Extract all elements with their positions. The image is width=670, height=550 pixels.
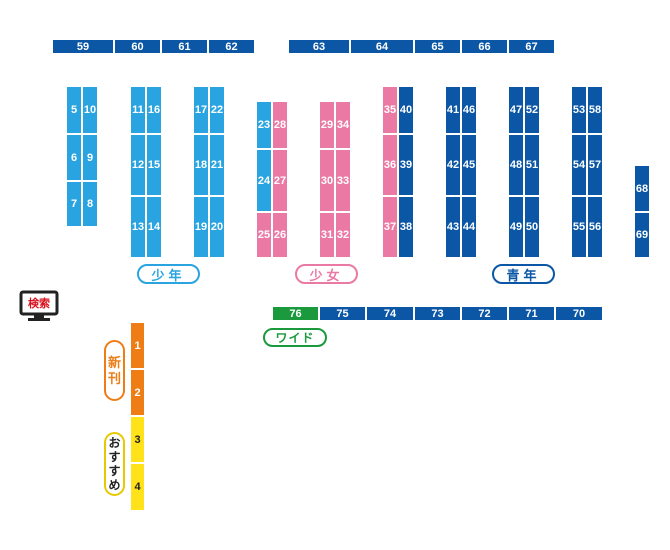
shelf-17[interactable]: 17 (193, 86, 209, 134)
shelf-31[interactable]: 31 (319, 212, 335, 258)
wide-label: ワイド (263, 328, 327, 347)
shelf-28[interactable]: 28 (272, 101, 288, 149)
shelf-37[interactable]: 37 (382, 196, 398, 258)
shelf-33[interactable]: 33 (335, 149, 351, 212)
shelf-8[interactable]: 8 (82, 181, 98, 227)
shelf-13[interactable]: 13 (130, 196, 146, 258)
shelf-39[interactable]: 39 (398, 134, 414, 196)
shinkan-label: 新 刊 (104, 340, 125, 401)
shelf-9[interactable]: 9 (82, 134, 98, 181)
osusume-label: お す す め (104, 432, 125, 496)
shelf-70[interactable]: 70 (555, 306, 603, 321)
shelf-14[interactable]: 14 (146, 196, 162, 258)
shelf-19[interactable]: 19 (193, 196, 209, 258)
shelf-20[interactable]: 20 (209, 196, 225, 258)
shelf-74[interactable]: 74 (366, 306, 414, 321)
shelf-32[interactable]: 32 (335, 212, 351, 258)
shelf-47[interactable]: 47 (508, 86, 524, 134)
shelf-67[interactable]: 67 (508, 39, 555, 54)
shelf-18[interactable]: 18 (193, 134, 209, 196)
shelf-15[interactable]: 15 (146, 134, 162, 196)
shelf-69[interactable]: 69 (634, 212, 650, 258)
shelf-4[interactable]: 4 (130, 463, 145, 511)
shelf-60[interactable]: 60 (114, 39, 161, 54)
osusume-char-3: す (108, 464, 121, 478)
shelf-54[interactable]: 54 (571, 134, 587, 196)
shelf-22[interactable]: 22 (209, 86, 225, 134)
shelf-23[interactable]: 23 (256, 101, 272, 149)
shelf-42[interactable]: 42 (445, 134, 461, 196)
shelf-63[interactable]: 63 (288, 39, 350, 54)
shelf-7[interactable]: 7 (66, 181, 82, 227)
shelf-24[interactable]: 24 (256, 149, 272, 212)
shelf-51[interactable]: 51 (524, 134, 540, 196)
shelf-36[interactable]: 36 (382, 134, 398, 196)
shonen-label: 少年 (137, 264, 200, 284)
shelf-30[interactable]: 30 (319, 149, 335, 212)
shelf-21[interactable]: 21 (209, 134, 225, 196)
shelf-34[interactable]: 34 (335, 101, 351, 149)
shelf-5[interactable]: 5 (66, 86, 82, 134)
shelf-48[interactable]: 48 (508, 134, 524, 196)
osusume-char-2: す (108, 450, 121, 464)
search-icon[interactable]: 検索 (19, 290, 59, 324)
shelf-27[interactable]: 27 (272, 149, 288, 212)
shelf-16[interactable]: 16 (146, 86, 162, 134)
shelf-65[interactable]: 65 (414, 39, 461, 54)
shelf-6[interactable]: 6 (66, 134, 82, 181)
shelf-46[interactable]: 46 (461, 86, 477, 134)
shelf-76[interactable]: 76 (272, 306, 319, 321)
search-label: 検索 (28, 298, 50, 310)
shelf-2[interactable]: 2 (130, 369, 145, 416)
shelf-72[interactable]: 72 (461, 306, 508, 321)
shinkan-char-1: 新 (107, 354, 121, 370)
shelf-43[interactable]: 43 (445, 196, 461, 258)
shelf-29[interactable]: 29 (319, 101, 335, 149)
shelf-64[interactable]: 64 (350, 39, 414, 54)
shelf-3[interactable]: 3 (130, 416, 145, 463)
shelf-75[interactable]: 75 (319, 306, 366, 321)
shelf-26[interactable]: 26 (272, 212, 288, 258)
shelf-44[interactable]: 44 (461, 196, 477, 258)
shelf-53[interactable]: 53 (571, 86, 587, 134)
shelf-35[interactable]: 35 (382, 86, 398, 134)
shinkan-char-2: 刊 (107, 370, 121, 386)
shelf-56[interactable]: 56 (587, 196, 603, 258)
shelf-58[interactable]: 58 (587, 86, 603, 134)
seinen-label: 青年 (492, 264, 555, 284)
osusume-char-1: お (108, 436, 121, 450)
shelf-38[interactable]: 38 (398, 196, 414, 258)
shelf-71[interactable]: 71 (508, 306, 555, 321)
shelf-68[interactable]: 68 (634, 165, 650, 212)
shelf-57[interactable]: 57 (587, 134, 603, 196)
shelf-73[interactable]: 73 (414, 306, 461, 321)
shelf-41[interactable]: 41 (445, 86, 461, 134)
osusume-char-4: め (108, 478, 121, 492)
shelf-66[interactable]: 66 (461, 39, 508, 54)
shelf-50[interactable]: 50 (524, 196, 540, 258)
shelf-10[interactable]: 10 (82, 86, 98, 134)
shelf-12[interactable]: 12 (130, 134, 146, 196)
shelf-55[interactable]: 55 (571, 196, 587, 258)
shelf-52[interactable]: 52 (524, 86, 540, 134)
shelf-59[interactable]: 59 (52, 39, 114, 54)
shelf-40[interactable]: 40 (398, 86, 414, 134)
shelf-61[interactable]: 61 (161, 39, 208, 54)
shelf-11[interactable]: 11 (130, 86, 146, 134)
shelf-1[interactable]: 1 (130, 322, 145, 369)
shojo-label: 少女 (295, 264, 358, 284)
shelf-62[interactable]: 62 (208, 39, 255, 54)
shelf-25[interactable]: 25 (256, 212, 272, 258)
shelf-49[interactable]: 49 (508, 196, 524, 258)
shelf-45[interactable]: 45 (461, 134, 477, 196)
